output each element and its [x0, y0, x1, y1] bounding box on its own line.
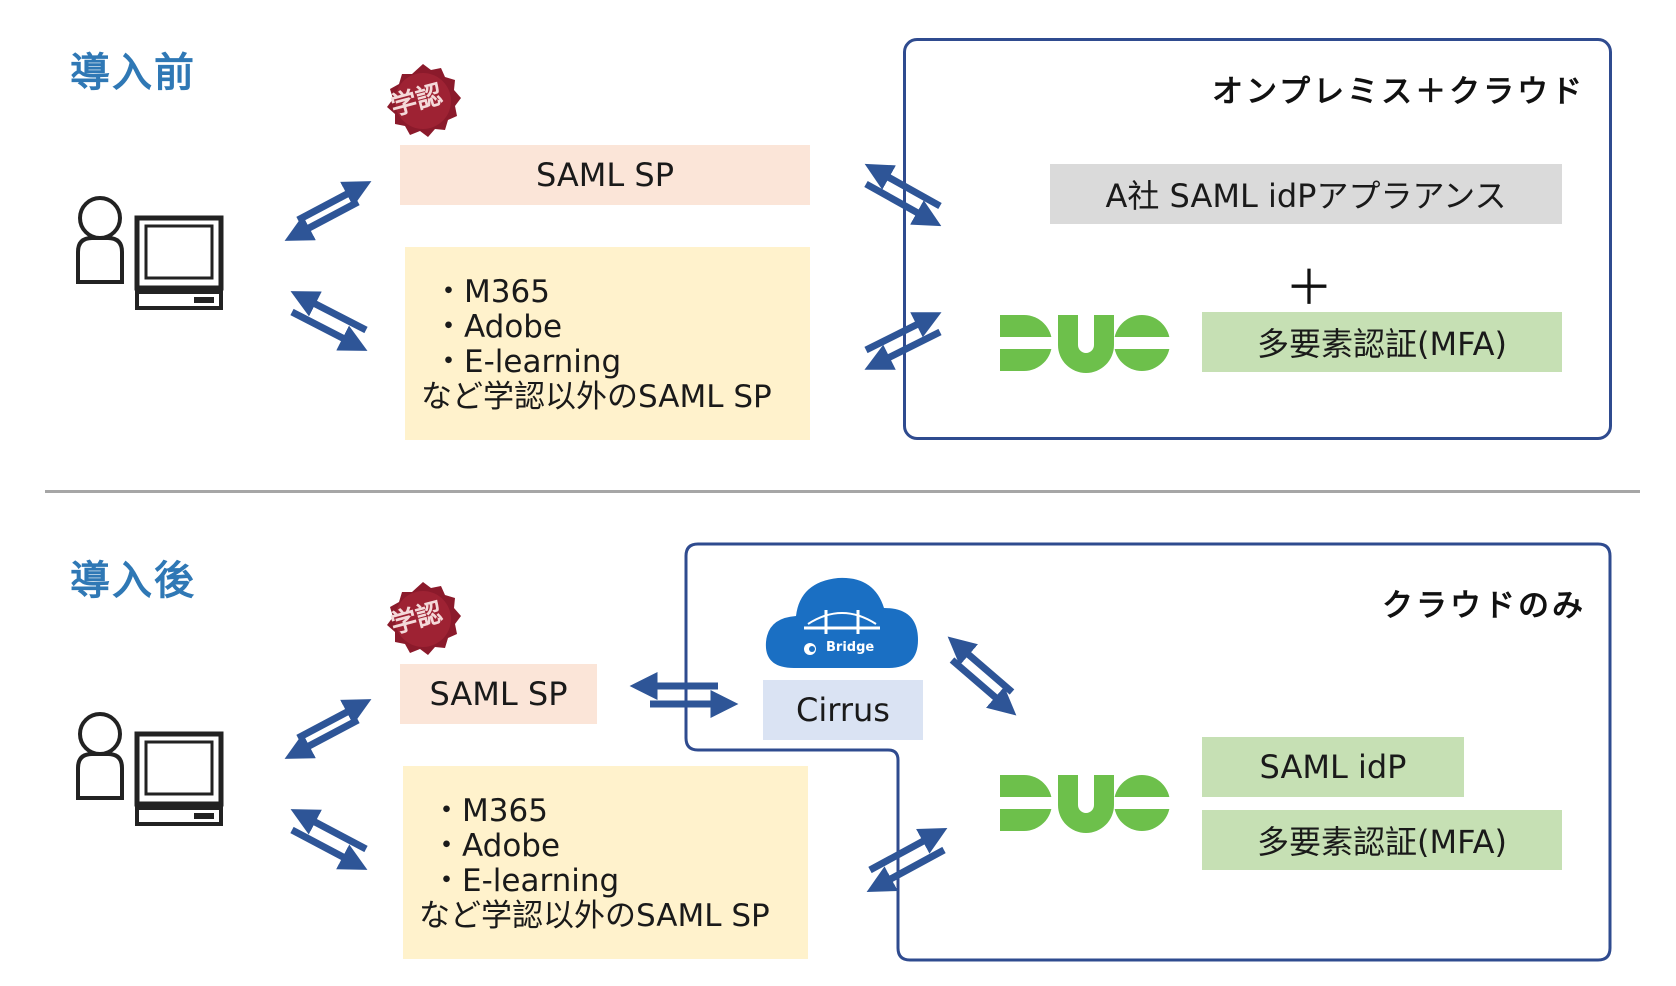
mfa-box-before: 多要素認証(MFA)	[1202, 312, 1562, 372]
saml-sp-box-after: SAML SP	[400, 664, 597, 724]
sp-caption: など学認以外のSAML SP	[419, 898, 770, 934]
onprem-cloud-box	[903, 38, 1612, 440]
double-arrow	[864, 312, 942, 370]
idp-appliance-box: A社 SAML idPアプラアンス	[1050, 164, 1562, 224]
double-arrow	[290, 809, 368, 870]
gakunin-logo	[387, 64, 461, 137]
section-divider	[45, 490, 1640, 493]
sp-item-adobe: ・Adobe	[431, 828, 561, 864]
sp-item-adobe: ・Adobe	[433, 309, 563, 345]
double-arrow	[866, 827, 948, 893]
sp-item-elearning: ・E-learning	[431, 863, 620, 899]
duo-logo	[1000, 315, 1170, 373]
other-sp-box: ・M365 ・Adobe ・E-learning など学認以外のSAML SP	[405, 247, 810, 440]
mfa-box-after: 多要素認証(MFA)	[1202, 810, 1562, 870]
sp-caption: など学認以外のSAML SP	[421, 379, 772, 415]
box-title-after: クラウドのみ	[1382, 588, 1586, 624]
double-arrow	[290, 291, 368, 351]
double-arrow	[284, 699, 372, 759]
bridge-label: Bridge	[826, 640, 875, 655]
double-arrow	[284, 181, 372, 241]
double-arrow	[629, 672, 739, 718]
box-title-before: オンプレミス＋クラウド	[1212, 74, 1586, 110]
double-arrow	[947, 636, 1017, 716]
section-heading-after: 導入後	[70, 558, 196, 604]
other-sp-box-after: ・M365 ・Adobe ・E-learning など学認以外のSAML SP	[403, 766, 808, 959]
cloud-icon	[765, 577, 918, 668]
section-heading-before: 導入前	[70, 50, 196, 96]
sp-item-m365: ・M365	[431, 793, 548, 829]
plus-sign: ＋	[1285, 260, 1334, 316]
saml-idp-box: SAML idP	[1202, 737, 1464, 797]
user-computer-icon	[76, 196, 224, 310]
double-arrow	[864, 163, 942, 227]
user-computer-icon	[76, 712, 224, 826]
cirrus-box: Cirrus	[763, 680, 923, 740]
gakunin-logo	[387, 582, 461, 655]
sp-item-m365: ・M365	[433, 274, 550, 310]
duo-logo	[1000, 775, 1170, 833]
sp-item-elearning: ・E-learning	[433, 344, 622, 380]
saml-sp-box: SAML SP	[400, 145, 810, 205]
